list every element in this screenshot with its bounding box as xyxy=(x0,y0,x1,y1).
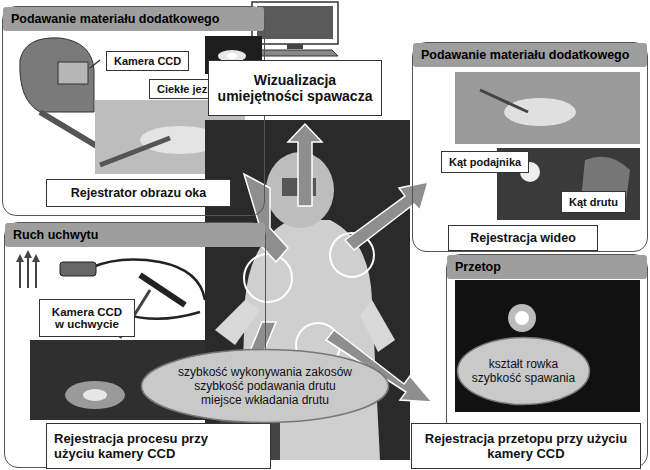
penetration-photo xyxy=(455,280,640,412)
label-text: Rejestrator obrazu oka xyxy=(71,186,206,200)
motion-arrows-icon xyxy=(16,250,40,288)
label-text: Kąt podajnika xyxy=(449,156,521,168)
label-box: Wizualizacja umiejętności spawacza xyxy=(208,60,382,116)
panel: Przetopkształt rowka szybkość spawaniaRe… xyxy=(446,254,648,468)
panel-header: Przetop xyxy=(447,255,647,279)
label-text: Kąt drutu xyxy=(569,196,618,208)
panel-header: Podawanie materiału dodatkowego xyxy=(413,43,647,67)
label-box: Kamera CCD w uchwycie xyxy=(39,299,135,337)
parameter-ellipse: kształt rowka szybkość spawania xyxy=(456,336,591,406)
label-text: Kamera CCD w uchwycie xyxy=(47,306,127,330)
parameter-text: kształt rowka szybkość spawania xyxy=(466,357,581,385)
panel: Podawanie materiału dodatkowegoKąt podaj… xyxy=(412,42,648,252)
label-box: Rejestracja przetopu przy użyciu kamery … xyxy=(411,423,641,469)
label-text: Rejestracja procesu przy użyciu kamery C… xyxy=(54,431,230,461)
label-text: Rejestracja przetopu przy użyciu kamery … xyxy=(419,431,633,461)
label-text: Rejestracja wideo xyxy=(470,231,576,245)
label-text: Kamera CCD xyxy=(114,55,181,67)
parameter-ellipse: szybkość wykonywania zakosów szybkość po… xyxy=(140,348,390,424)
feeding-photo xyxy=(455,72,640,144)
label-box: Kąt drutu xyxy=(561,191,626,213)
ellipse-shape xyxy=(142,350,389,423)
ellipse-shape xyxy=(458,338,590,405)
panel-header: Ruch uchwytu xyxy=(5,223,265,247)
label-box: Kąt podajnika xyxy=(441,151,529,173)
label-box: Rejestrator obrazu oka xyxy=(46,179,231,207)
parameter-text: szybkość wykonywania zakosów szybkość po… xyxy=(174,365,356,407)
label-box: Kamera CCD xyxy=(106,51,189,71)
label-text: Wizualizacja umiejętności spawacza xyxy=(216,72,374,104)
panel: Ruch uchwytuKamera CCD w uchwycieRejestr… xyxy=(4,222,266,468)
label-box: Rejestracja procesu przy użyciu kamery C… xyxy=(46,423,271,469)
panel-header: Podawanie materiału dodatkowego xyxy=(3,7,264,31)
label-box: Rejestracja wideo xyxy=(448,225,598,251)
